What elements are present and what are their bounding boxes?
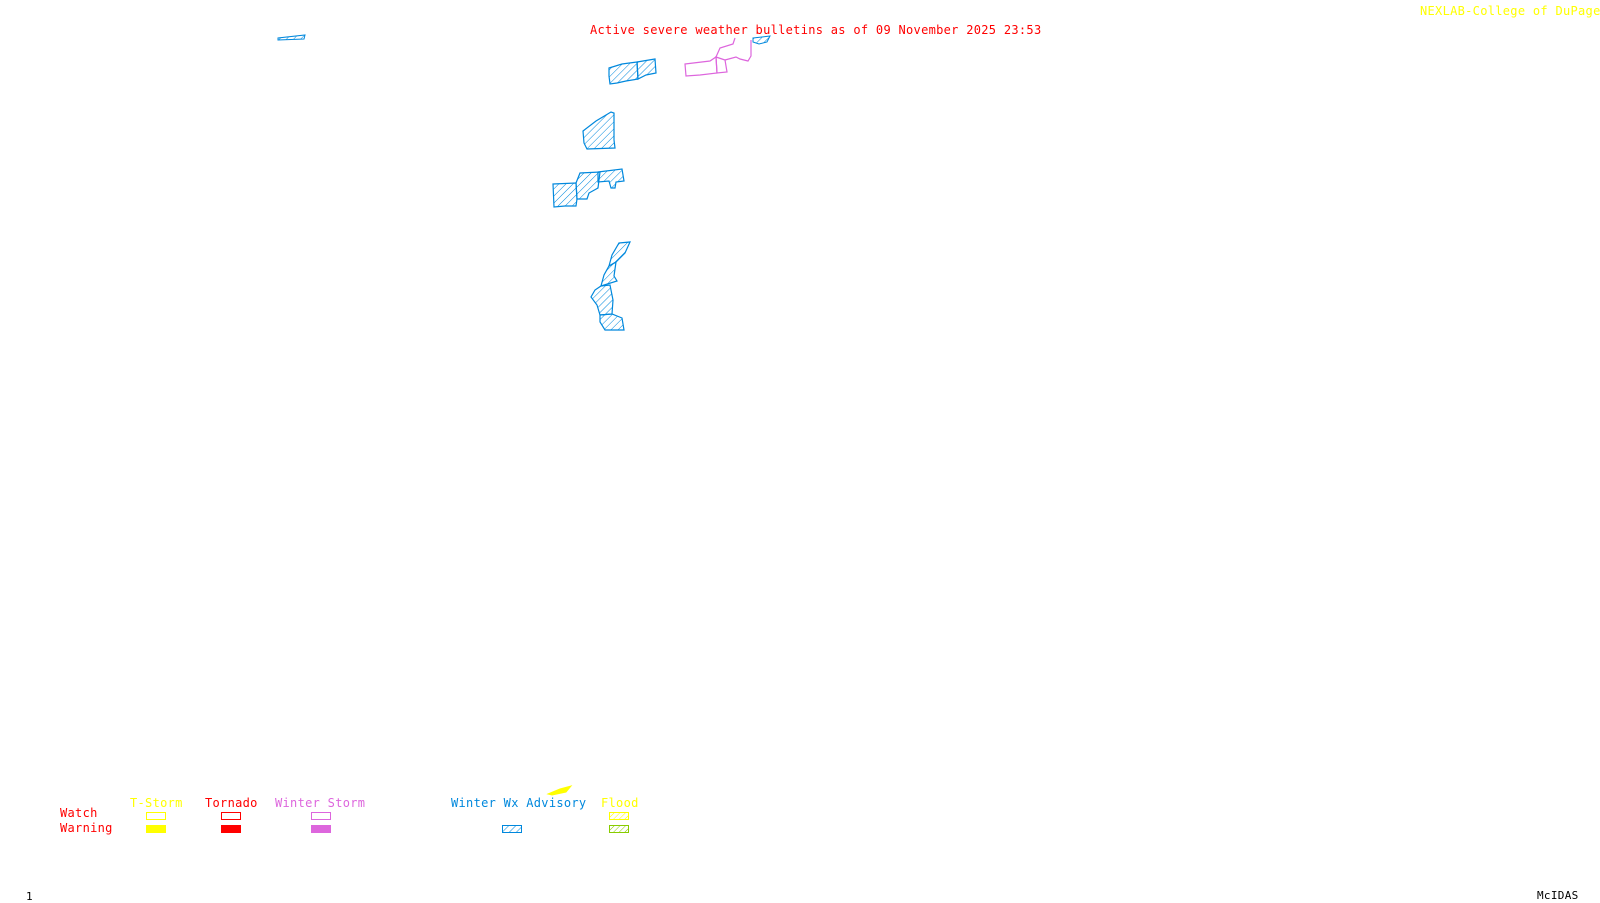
- advisory-region: [590, 241, 631, 331]
- legend-label-winter-storm: Winter Storm: [275, 796, 366, 810]
- legend-row-warning: Warning: [60, 821, 113, 835]
- legend-swatch-tornado-warning: [221, 825, 241, 833]
- advisory-region: [752, 35, 771, 45]
- legend-label-tornado: Tornado: [205, 796, 258, 810]
- legend-label-flood: Flood: [601, 796, 639, 810]
- legend-swatch-tornado-watch: [221, 812, 241, 820]
- advisory-region: [552, 168, 625, 208]
- advisory-region: [608, 58, 657, 85]
- advisory-region: [582, 111, 616, 150]
- tstorm-region: [546, 785, 573, 796]
- credit-label: NEXLAB-College of DuPage R: [1420, 4, 1600, 18]
- frame-number: 1: [26, 890, 33, 903]
- legend-label-winter-wx-advisory: Winter Wx Advisory: [451, 796, 587, 810]
- legend-swatch-tstorm-warning: [146, 825, 166, 833]
- legend-swatch-flood-watch: [609, 812, 629, 820]
- legend-swatch-tstorm-watch: [146, 812, 166, 820]
- legend-swatch-winter-storm-warning: [311, 825, 331, 833]
- legend-swatch-winter-wx-advisory: [502, 825, 522, 833]
- winter-storm-region: [684, 37, 752, 77]
- legend-swatch-winter-storm-watch: [311, 812, 331, 820]
- legend-swatch-flood-warning: [609, 825, 629, 833]
- advisory-region: [277, 34, 306, 41]
- legend-label-tstorm: T-Storm: [130, 796, 183, 810]
- software-label: McIDAS: [1537, 889, 1579, 902]
- legend-row-watch: Watch: [60, 806, 98, 820]
- map-title: Active severe weather bulletins as of 09…: [590, 23, 1042, 37]
